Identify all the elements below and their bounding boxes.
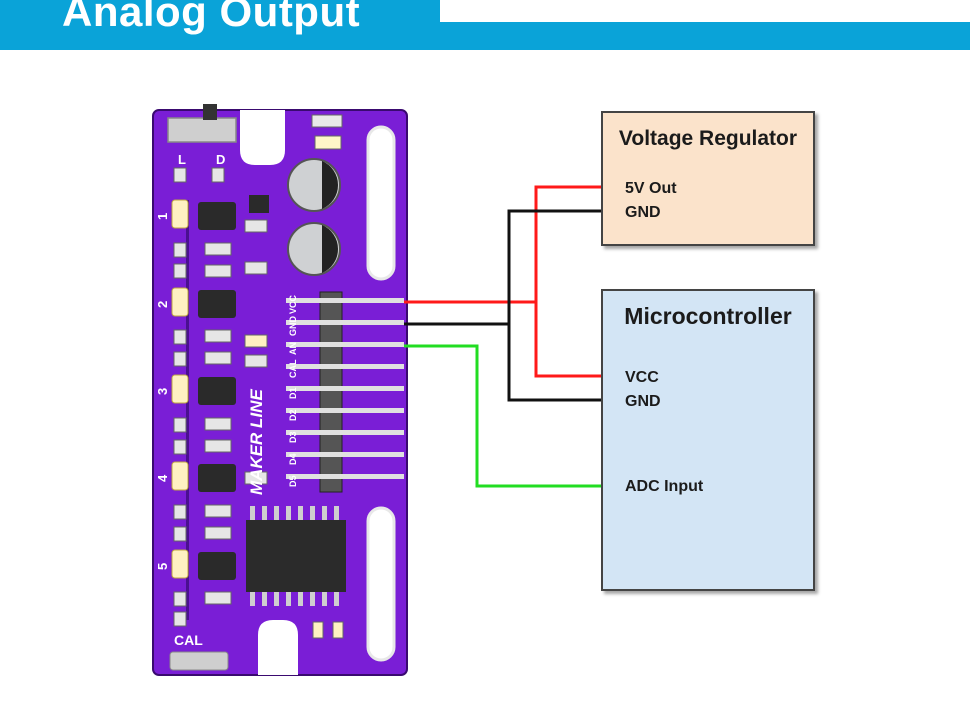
- pin-label-d4: D4: [288, 453, 298, 465]
- sensor-number-5: 5: [155, 563, 170, 570]
- pin-mcu-gnd: GND: [625, 393, 661, 410]
- page-title: Analog Output: [62, 0, 361, 35]
- wire-analog-signal: [404, 344, 617, 488]
- voltage-regulator-title: Voltage Regulator: [618, 127, 798, 150]
- voltage-regulator-block: Voltage Regulator 5V Out GND: [601, 111, 815, 246]
- pin-label-gnd: GND: [288, 316, 298, 337]
- pin-adc-input: ADC Input: [625, 478, 704, 495]
- switch-label-d: D: [216, 152, 225, 167]
- sensor-array: [171, 167, 269, 627]
- pin-vcc: VCC: [625, 369, 659, 386]
- wire-gnd-mcu: [507, 324, 617, 402]
- pin-label-d5: D5: [288, 475, 298, 487]
- wire-gnd: [404, 209, 617, 326]
- maker-line-board: L D 1 2 3 4 5 MAKER LINE D5 D4 D3 D2 D1 …: [152, 104, 408, 676]
- pin-header: [286, 291, 404, 493]
- pin-5v-out: 5V Out: [625, 180, 677, 197]
- board-name: MAKER LINE: [247, 389, 266, 495]
- wires: [404, 185, 617, 488]
- pin-label-d3: D3: [288, 431, 298, 443]
- sensor-number-2: 2: [155, 301, 170, 308]
- sensor-number-4: 4: [155, 474, 170, 482]
- header-white-strip: [440, 0, 970, 22]
- pin-label-vcc: VCC: [288, 294, 298, 314]
- switch-label-l: L: [178, 152, 186, 167]
- microcontroller-title: Microcontroller: [624, 303, 792, 329]
- microcontroller-block: Microcontroller VCC GND ADC Input: [601, 289, 815, 591]
- pin-label-an: AN: [288, 342, 298, 355]
- pin-label-d1: D1: [288, 387, 298, 399]
- ic-chip: [246, 506, 346, 606]
- sensor-number-3: 3: [155, 388, 170, 395]
- header-pin-labels: D5 D4 D3 D2 D1 CAL AN GND VCC: [288, 294, 298, 487]
- sensor-number-1: 1: [155, 213, 170, 220]
- wire-vcc-mcu: [534, 302, 617, 378]
- pin-label-d2: D2: [288, 409, 298, 421]
- pin-regulator-gnd: GND: [625, 204, 661, 221]
- cal-label: CAL: [174, 632, 203, 648]
- wire-vcc: [404, 185, 617, 304]
- pin-label-cal: CAL: [288, 359, 298, 378]
